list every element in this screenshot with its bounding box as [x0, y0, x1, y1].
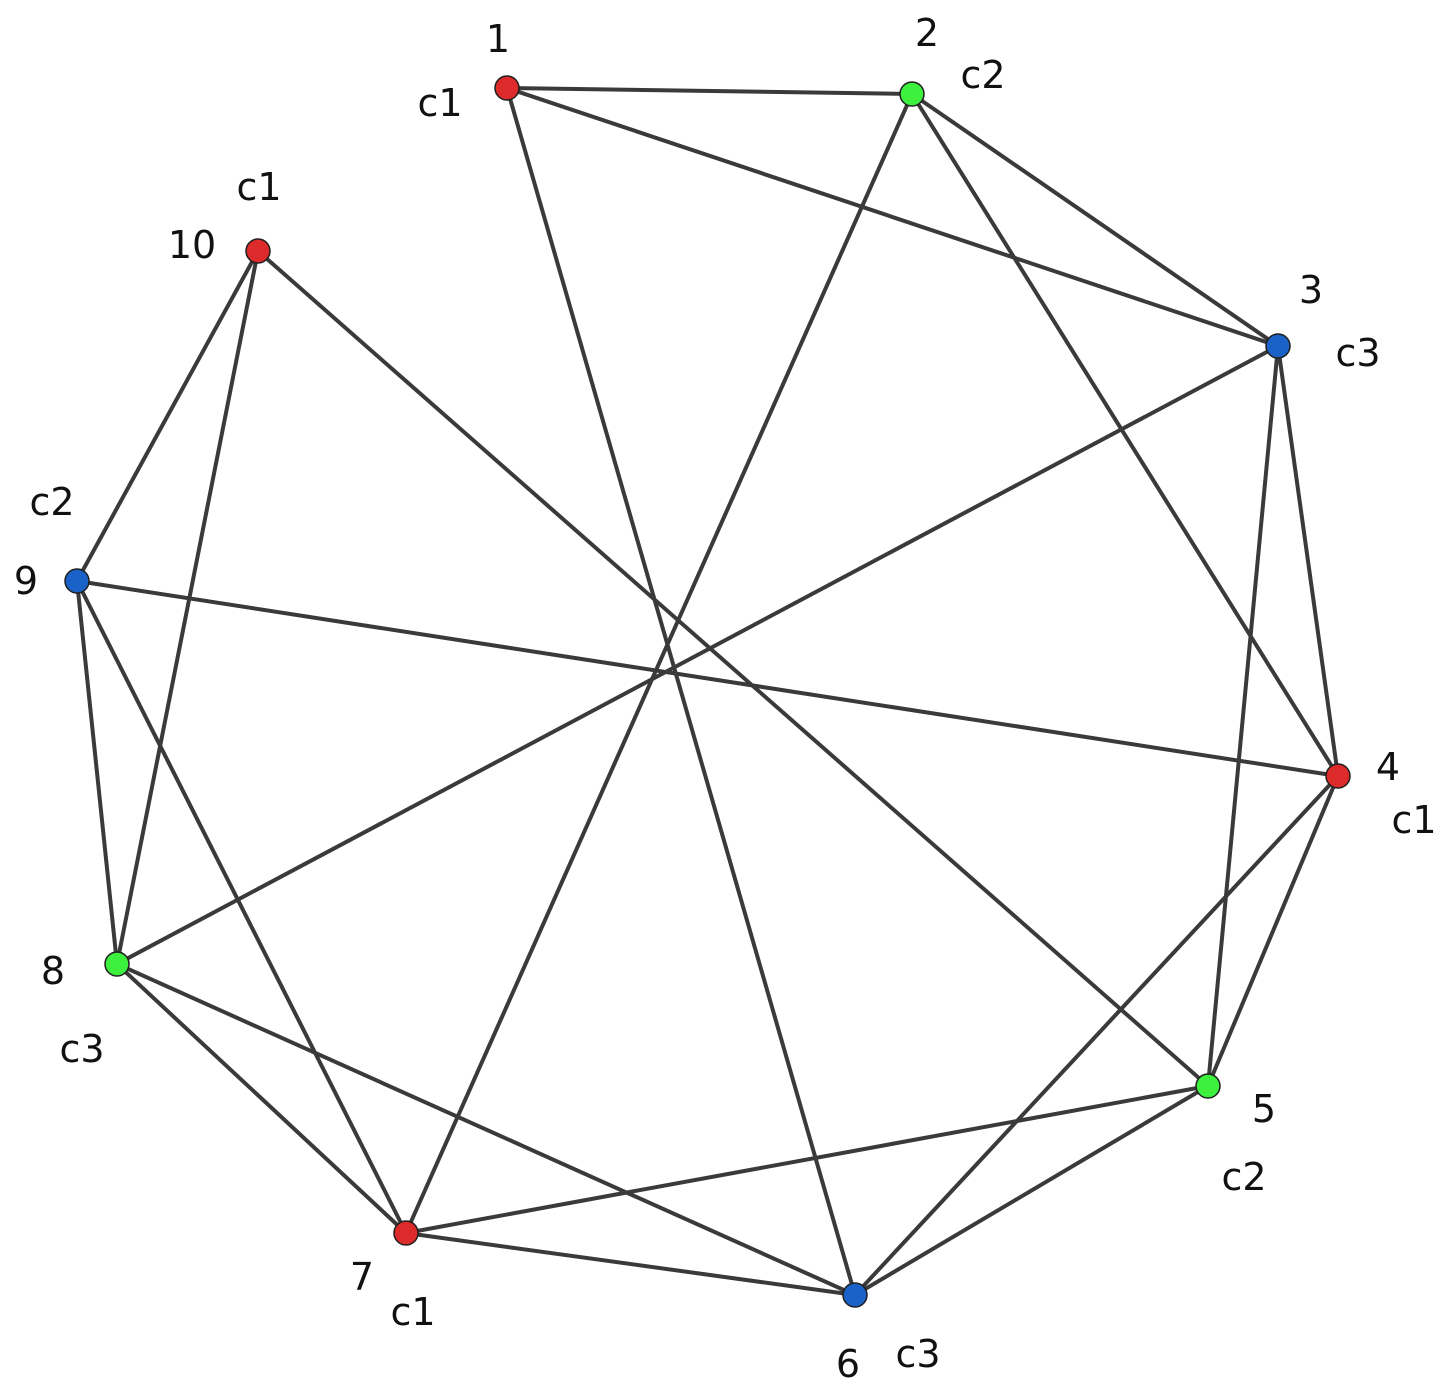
nodes-layer: [64, 75, 1351, 1308]
node-10-color-label: c1: [236, 165, 281, 209]
node-8-color-label: c3: [59, 1027, 104, 1071]
edge-6-7: [404, 1231, 857, 1297]
edge-7-8: [115, 962, 408, 1235]
edge-2-7: [404, 92, 914, 1235]
edge-5-6: [853, 1084, 1210, 1297]
edge-1-3: [505, 86, 1280, 348]
node-1[interactable]: [494, 75, 520, 101]
node-6-id-label: 6: [836, 1342, 860, 1386]
node-1-color-label: c1: [417, 81, 462, 125]
node-7-color-label: c1: [390, 1290, 435, 1334]
edge-5-10: [256, 249, 1210, 1088]
node-3-id-label: 3: [1299, 268, 1323, 312]
node-4-id-label: 4: [1376, 745, 1400, 789]
edge-8-9: [75, 579, 119, 966]
node-2[interactable]: [899, 81, 925, 107]
node-3[interactable]: [1265, 333, 1291, 359]
edge-4-9: [75, 579, 1340, 778]
node-8-id-label: 8: [41, 949, 65, 993]
node-7-id-label: 7: [350, 1255, 374, 1299]
node-5-color-label: c2: [1221, 1155, 1266, 1199]
edge-6-8: [115, 962, 857, 1297]
edge-1-6: [505, 86, 857, 1297]
node-6[interactable]: [842, 1282, 868, 1308]
edge-2-4: [910, 92, 1340, 778]
node-10-id-label: 10: [168, 223, 216, 267]
edge-9-10: [75, 249, 260, 583]
node-2-id-label: 2: [915, 11, 939, 55]
edge-4-5: [1206, 774, 1340, 1088]
edge-7-9: [75, 579, 408, 1235]
edge-4-6: [853, 774, 1340, 1297]
node-9-color-label: c2: [29, 480, 74, 524]
edge-3-5: [1206, 344, 1280, 1088]
edge-3-4: [1276, 344, 1340, 778]
edge-8-10: [115, 249, 260, 966]
node-1-id-label: 1: [486, 17, 510, 61]
node-5[interactable]: [1195, 1073, 1221, 1099]
edge-2-3: [910, 92, 1280, 348]
edges-layer: [75, 86, 1340, 1297]
node-3-color-label: c3: [1335, 331, 1380, 375]
node-4-color-label: c1: [1391, 798, 1436, 842]
node-5-id-label: 5: [1252, 1087, 1276, 1131]
node-6-color-label: c3: [895, 1332, 940, 1376]
labels-layer: 1 c1 2 c2 3 c3 4 c1 5 c2 6 c3 7 c1 8 c3 9 c2 10 c1: [14, 11, 1437, 1386]
node-9[interactable]: [64, 568, 90, 594]
node-10[interactable]: [245, 238, 271, 264]
edge-3-8: [115, 344, 1280, 966]
node-2-color-label: c2: [960, 53, 1005, 97]
edge-1-2: [505, 86, 914, 96]
node-7[interactable]: [393, 1220, 419, 1246]
edge-5-7: [404, 1084, 1210, 1235]
node-4[interactable]: [1325, 763, 1351, 789]
node-8[interactable]: [104, 951, 130, 977]
node-9-id-label: 9: [14, 559, 38, 603]
